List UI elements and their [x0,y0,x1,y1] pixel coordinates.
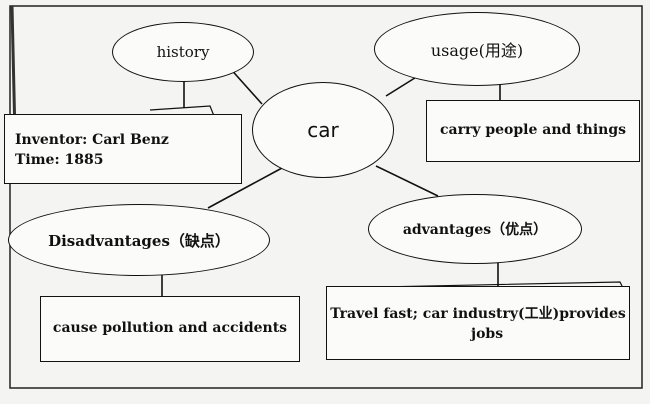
advantages-label: advantages（优点） [402,222,548,238]
disadvantages-detail-text: cause pollution and accidents [52,320,288,337]
line-center-advantages [375,165,439,197]
disadvantages-node: Disadvantages（缺点） [8,204,270,276]
usage-detail-box: carry people and things [426,100,640,162]
usage-detail-text: carry people and things [439,122,626,139]
disadvantages-label: Disadvantages（缺点） [48,231,230,250]
history-node: history [112,22,254,82]
history-label: history [156,43,210,61]
line-center-disadvantages [207,167,283,209]
center-label: car [307,118,339,142]
disadvantages-detail-box: cause pollution and accidents [40,296,300,362]
history-inventor-text: Inventor: Carl Benz [15,132,169,148]
advantages-detail-text-line1: Travel fast; car industry(工业)provides [330,306,626,322]
line-center-usage [385,75,419,97]
outer-frame [9,5,643,389]
advantages-detail-box: Travel fast; car industry(工业)provides jo… [326,286,630,360]
advantages-detail-text-line2: jobs [471,325,504,342]
usage-node: usage(用途) [374,12,580,86]
advantages-node: advantages（优点） [368,194,582,264]
history-detail-box: Inventor: Carl Benz Time: 1885 [4,114,242,184]
history-time-text: Time: 1885 [15,151,104,168]
center-node: car [252,82,394,178]
usage-label: usage(用途) [430,41,524,60]
